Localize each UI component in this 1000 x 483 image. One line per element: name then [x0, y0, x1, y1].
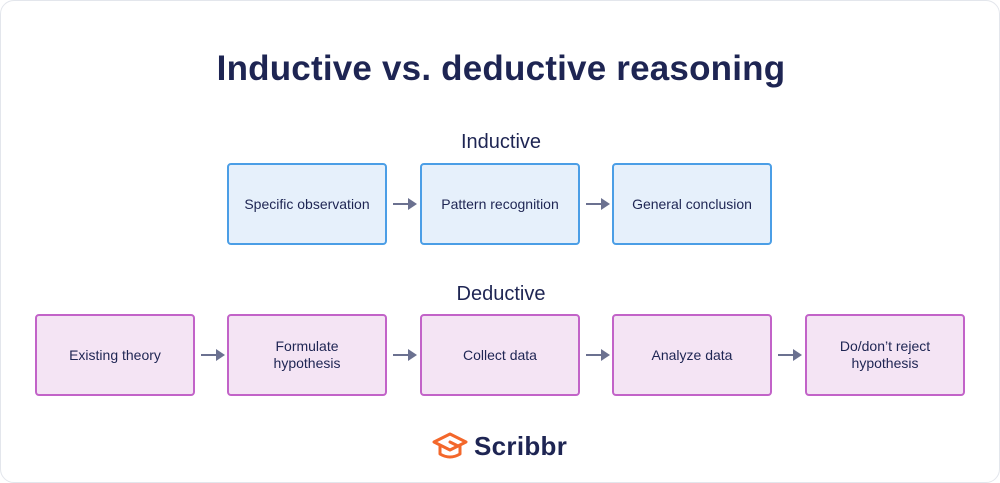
logo-text: Scribbr: [474, 430, 568, 461]
deductive-step-3: Collect data: [420, 314, 580, 396]
arrow-right-icon: [778, 349, 802, 361]
deductive-step-2: Formulate hypothesis: [227, 314, 387, 396]
inductive-step-1: Specific observation: [227, 163, 387, 245]
deductive-step-4: Analyze data: [612, 314, 772, 396]
inductive-label: Inductive: [460, 131, 542, 153]
inductive-step-3: General conclusion: [612, 163, 772, 245]
arrow-right-icon: [586, 198, 610, 210]
arrow-right-icon: [586, 349, 610, 361]
arrow-right-icon: [393, 198, 417, 210]
deductive-row: Existing theory Formulate hypothesis Col…: [1, 314, 1000, 398]
inductive-step-2: Pattern recognition: [420, 163, 580, 245]
deductive-step-5: Do/don’t reject hypothesis: [805, 314, 965, 396]
arrow-right-icon: [201, 349, 225, 361]
inductive-row: Specific observation Pattern recognition…: [1, 163, 1000, 247]
scribbr-logo: Scribbr: [432, 429, 567, 463]
deductive-label: Deductive: [456, 283, 546, 305]
deductive-step-1: Existing theory: [35, 314, 195, 396]
diagram-title: Inductive vs. deductive reasoning: [216, 49, 786, 88]
graduation-cap-icon: [432, 432, 468, 459]
arrow-right-icon: [393, 349, 417, 361]
